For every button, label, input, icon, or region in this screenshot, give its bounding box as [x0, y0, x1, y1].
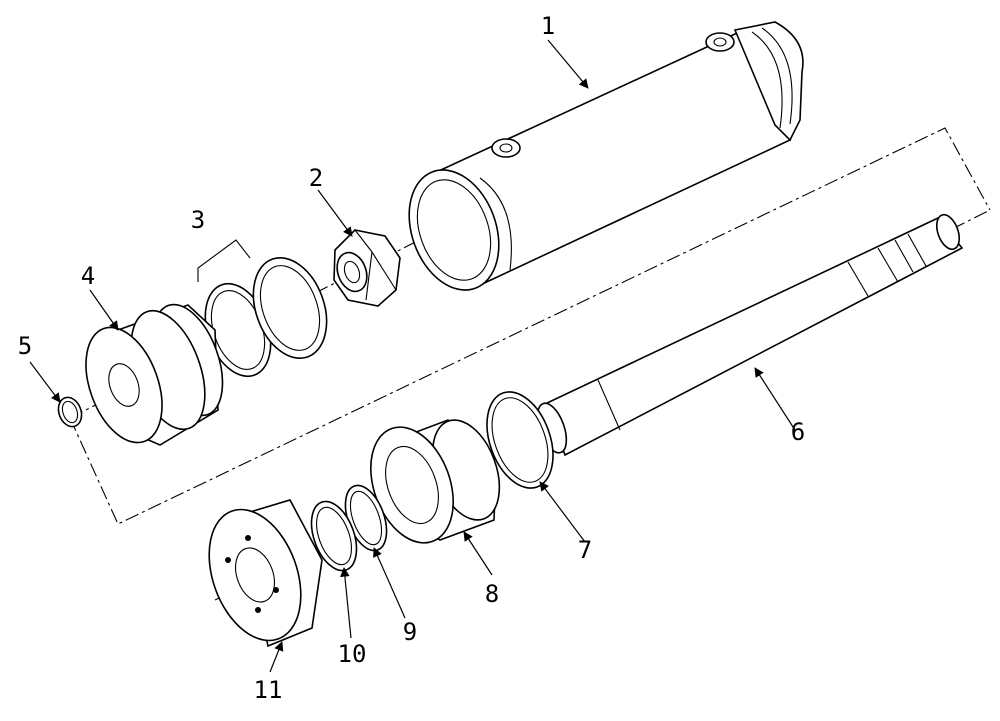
callout-7: 7	[578, 536, 592, 564]
callout-5: 5	[18, 332, 32, 360]
piston	[85, 303, 224, 446]
callout-10: 10	[338, 640, 367, 668]
callout-3: 3	[191, 206, 205, 234]
barrel-port-rear	[705, 32, 735, 52]
callout-4: 4	[81, 262, 95, 290]
rod-gland	[370, 419, 501, 544]
snap-ring	[57, 396, 83, 428]
leader-lines	[29, 39, 796, 673]
piston-rod	[536, 213, 964, 457]
callout-1: 1	[541, 12, 555, 40]
callout-11: 11	[254, 676, 283, 704]
hex-nut	[333, 229, 401, 307]
bolt-hole	[255, 607, 261, 613]
callout-2: 2	[309, 164, 323, 192]
callout-8: 8	[485, 580, 499, 608]
callout-6: 6	[791, 418, 805, 446]
o-ring	[486, 391, 554, 489]
bolt-hole	[245, 535, 251, 541]
callout-labels: 1 2 3 4 5 6 7 8 9 10 11	[18, 12, 805, 704]
wiper-ring	[310, 500, 358, 572]
bolt-hole	[225, 557, 231, 563]
piston-seals	[197, 239, 328, 378]
bolt-hole	[273, 587, 279, 593]
cylinder-barrel	[408, 21, 804, 291]
callout-9: 9	[403, 618, 417, 646]
end-cap	[208, 499, 323, 648]
barrel-port-front	[491, 138, 521, 158]
